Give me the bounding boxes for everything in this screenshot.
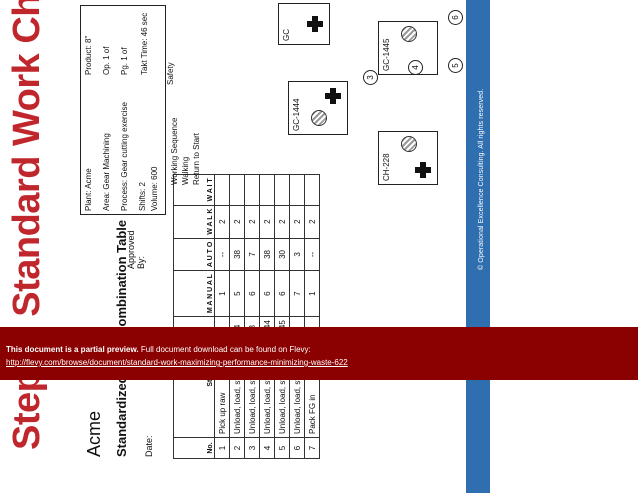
row-number: 7: [304, 437, 320, 459]
hatched-circle-icon: [311, 110, 327, 126]
row-walk-time: 2: [229, 205, 245, 239]
takt-field: Takt Time: 46 sec: [140, 12, 149, 75]
row-wait-time: [244, 174, 260, 206]
row-number: 4: [259, 437, 275, 459]
page-field: Pg. 1 of: [120, 47, 129, 75]
safety-label: Safety: [166, 62, 175, 85]
banner-message: This document is a partial preview. Full…: [6, 345, 311, 354]
row-auto-time: 38: [229, 238, 245, 271]
shifts-field: Shifts: 2: [138, 182, 147, 211]
row-wait-time: [289, 174, 305, 206]
table-row: 5Unload, load, start M/C GC14456302: [274, 174, 290, 459]
safety-cross-icon: [415, 162, 431, 178]
legend-return: Return to Start: [192, 132, 201, 185]
hatched-circle-icon: [401, 26, 417, 42]
company-name: Acme: [84, 410, 104, 457]
row-auto-time: 38: [259, 238, 275, 271]
row-wait-time: [274, 174, 290, 206]
product-field: Product: 8": [84, 35, 93, 75]
preview-banner: This document is a partial preview. Full…: [0, 327, 638, 380]
download-link[interactable]: http://flevy.com/browse/document/standar…: [6, 358, 348, 367]
table-row: 3Unload, load, start M/C CH228672: [244, 174, 260, 459]
legend-walking: Walking: [181, 156, 190, 185]
row-walk-time: 2: [259, 205, 275, 239]
sequence-node: 5: [448, 58, 463, 73]
col-no: No.: [173, 437, 215, 459]
col-walk: W A L K: [173, 205, 215, 239]
op-field: Op. 1 of: [102, 46, 111, 75]
row-number: 1: [214, 437, 230, 459]
machine-label: CH-228: [382, 153, 391, 181]
banner-normal-text: Full document download can be found on F…: [140, 345, 311, 354]
machine-label: GC-1445: [382, 38, 391, 71]
row-wait-time: [259, 174, 275, 206]
machine-label: GC-1444: [292, 98, 301, 131]
row-wait-time: [214, 174, 230, 206]
row-auto-time: --: [304, 238, 320, 271]
machine-ch228: CH-228: [378, 131, 438, 185]
row-number: 2: [229, 437, 245, 459]
row-manual-time: 1: [214, 270, 230, 317]
row-manual-time: 1: [304, 270, 320, 317]
row-wait-time: [229, 174, 245, 206]
row-walk-time: 2: [214, 205, 230, 239]
hatched-circle-icon: [401, 136, 417, 152]
document-sheet: Acme Standardized Work Combination Table…: [78, 0, 468, 493]
approved-by-label: Approved By:: [126, 230, 146, 269]
row-number: 5: [274, 437, 290, 459]
row-number: 3: [244, 437, 260, 459]
machine-gc1444: GC-1444: [288, 81, 348, 135]
legend-sequence: Working Sequence: [170, 117, 179, 185]
sequence-node: 3: [363, 70, 378, 85]
table-row: 2Unload, load, start M/C GC6145382: [229, 174, 245, 459]
row-walk-time: 2: [304, 205, 320, 239]
col-manual: M A N U A L: [173, 270, 215, 317]
banner-bold-text: This document is a partial preview.: [6, 345, 139, 354]
row-walk-time: 2: [289, 205, 305, 239]
slide-title: Step 1: Standard Work Chart –: [6, 0, 48, 450]
table-row: 4Unload, load, start M/C GC14446382: [259, 174, 275, 459]
legend: Working Sequence Walking Return to Start: [170, 118, 203, 185]
row-number: 6: [289, 437, 305, 459]
safety-cross-icon: [325, 88, 341, 104]
row-auto-time: 30: [274, 238, 290, 271]
steps-table: No. Steps M A N U A L A U T O W A L K W …: [173, 174, 320, 459]
volume-field: Volume: 600: [150, 166, 159, 211]
sequence-node: 6: [448, 10, 463, 25]
row-auto-time: 7: [244, 238, 260, 271]
safety-cross-icon: [307, 16, 323, 32]
area-field: Area: Gear Machining: [102, 133, 111, 211]
machine-gc: GC: [278, 3, 330, 45]
process-field: Process: Gear cutting exercise: [120, 102, 129, 211]
row-manual-time: 5: [229, 270, 245, 317]
row-auto-time: 3: [289, 238, 305, 271]
col-auto: A U T O: [173, 238, 215, 271]
machine-label: GC: [282, 29, 291, 41]
row-auto-time: --: [214, 238, 230, 271]
side-band: [466, 0, 490, 493]
row-wait-time: [304, 174, 320, 206]
row-manual-time: 6: [244, 270, 260, 317]
row-manual-time: 7: [289, 270, 305, 317]
row-manual-time: 6: [274, 270, 290, 317]
copyright-text: © Operational Excellence Consulting. All…: [478, 88, 485, 270]
date-label: Date:: [144, 435, 154, 457]
row-walk-time: 2: [274, 205, 290, 239]
row-walk-time: 2: [244, 205, 260, 239]
sequence-node: 4: [408, 60, 423, 75]
plant-field: Plant: Acme: [84, 168, 93, 211]
row-manual-time: 6: [259, 270, 275, 317]
